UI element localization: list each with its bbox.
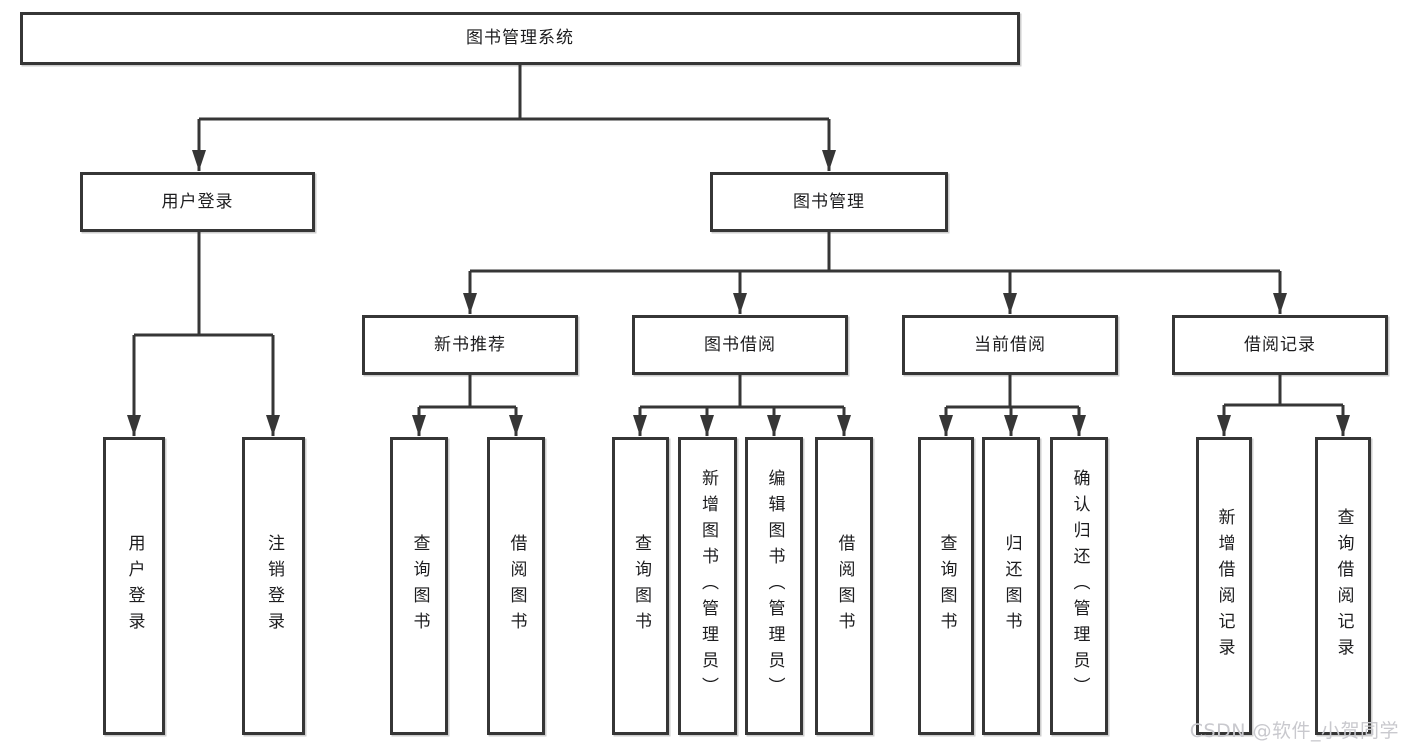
node-user-login: 用户登录 — [80, 172, 315, 232]
node-book-borrow: 图书借阅 — [632, 315, 848, 375]
node-current-borrow-label: 当前借阅 — [974, 334, 1046, 355]
node-leaf-confirm-return-admin-label: 确认归还（管理员） — [1069, 469, 1090, 703]
node-leaf-add-book-admin-label: 新增图书（管理员） — [698, 469, 718, 703]
node-leaf-return-book: 归还图书 — [982, 437, 1040, 735]
node-current-borrow: 当前借阅 — [902, 315, 1118, 375]
node-leaf-query-book-recommend-label: 查询图书 — [409, 534, 430, 638]
node-leaf-query-book-recommend: 查询图书 — [390, 437, 448, 735]
node-leaf-return-book-label: 归还图书 — [1001, 534, 1022, 638]
node-book-borrow-label: 图书借阅 — [704, 334, 776, 355]
node-leaf-add-borrow-record: 新增借阅记录 — [1196, 437, 1252, 735]
node-user-login-label: 用户登录 — [161, 191, 234, 212]
node-root-system: 图书管理系统 — [20, 12, 1020, 65]
node-leaf-borrow-book-recommend: 借阅图书 — [487, 437, 545, 735]
node-borrow-records-label: 借阅记录 — [1244, 334, 1316, 355]
node-leaf-query-book-borrow-label: 查询图书 — [631, 534, 651, 638]
node-leaf-query-book-current-label: 查询图书 — [936, 534, 957, 638]
node-new-book-recommend: 新书推荐 — [362, 315, 578, 375]
node-book-management: 图书管理 — [710, 172, 948, 232]
node-leaf-edit-book-admin: 编辑图书（管理员） — [745, 437, 803, 735]
node-new-book-recommend-label: 新书推荐 — [434, 334, 506, 355]
node-leaf-query-book-borrow: 查询图书 — [612, 437, 669, 735]
node-leaf-query-book-current: 查询图书 — [918, 437, 974, 735]
node-leaf-user-login-label: 用户登录 — [124, 534, 145, 638]
node-leaf-confirm-return-admin: 确认归还（管理员） — [1050, 437, 1108, 735]
node-root-label: 图书管理系统 — [466, 28, 574, 48]
node-leaf-logout: 注销登录 — [242, 437, 305, 735]
node-leaf-user-login: 用户登录 — [103, 437, 165, 735]
node-leaf-add-borrow-record-label: 新增借阅记录 — [1214, 508, 1235, 664]
node-book-management-label: 图书管理 — [793, 191, 865, 212]
csdn-watermark: CSDN @软件_小贺同学 — [1189, 720, 1399, 742]
node-leaf-query-borrow-record-label: 查询借阅记录 — [1333, 508, 1354, 664]
node-leaf-edit-book-admin-label: 编辑图书（管理员） — [764, 469, 785, 703]
node-leaf-logout-label: 注销登录 — [264, 534, 284, 638]
node-leaf-add-book-admin: 新增图书（管理员） — [678, 437, 737, 735]
node-borrow-records: 借阅记录 — [1172, 315, 1388, 375]
node-leaf-borrow-book-label: 借阅图书 — [834, 534, 855, 638]
node-leaf-borrow-book: 借阅图书 — [815, 437, 873, 735]
node-leaf-query-borrow-record: 查询借阅记录 — [1315, 437, 1371, 735]
node-leaf-borrow-book-recommend-label: 借阅图书 — [506, 534, 527, 638]
